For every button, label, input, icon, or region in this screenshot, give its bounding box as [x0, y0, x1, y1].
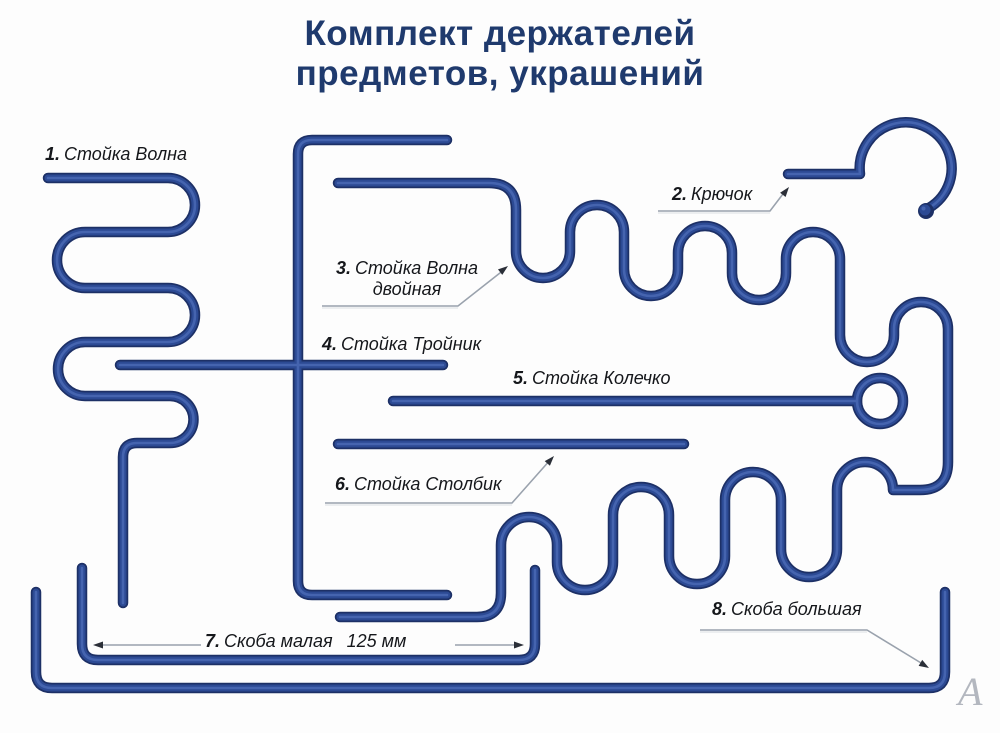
label-column-stand-number: 6. — [335, 474, 351, 494]
label-hook-number: 2. — [672, 184, 688, 204]
label-column-stand: 6.Стойка Столбик — [335, 474, 502, 495]
label-double-wave-text2: двойная — [372, 279, 442, 299]
label-small-bracket-number: 7. — [205, 631, 221, 651]
stolbik-leader-line — [325, 458, 552, 504]
label-small-bracket: 7.Скоба малая 125 мм — [205, 631, 406, 652]
hook-ball-tip — [918, 203, 934, 219]
label-hook: 2.Крючок — [672, 184, 752, 205]
dimension-left-arrow-icon — [93, 641, 103, 649]
label-ring-stand-text: Стойка Колечко — [532, 368, 671, 388]
leader-lines — [99, 189, 927, 667]
page-title-line2: предметов, украшений — [295, 54, 705, 93]
big-bracket-leader-line — [700, 629, 927, 667]
page-title: Комплект держателей предметов, украшений — [0, 14, 1000, 94]
label-small-bracket-size: 125 мм — [346, 631, 407, 651]
label-double-wave-number: 3. — [335, 258, 351, 278]
label-tee-stand-text: Стойка Тройник — [341, 334, 482, 354]
label-tee-stand: 4.Стойка Тройник — [322, 334, 481, 355]
leader-arrows — [93, 187, 929, 668]
label-wave-stand-text: Стойка Волна — [64, 144, 188, 164]
dimension-right-arrow-icon — [514, 641, 524, 649]
double-wave-leader-line — [322, 268, 506, 307]
label-big-bracket-number: 8. — [712, 599, 728, 619]
stolbik-arrow-icon — [544, 456, 554, 466]
label-big-bracket: 8.Скоба большая — [712, 599, 862, 620]
label-ring-stand: 5.Стойка Колечко — [513, 368, 671, 389]
label-wave-stand: 1.Стойка Волна — [45, 144, 187, 165]
label-hook-text: Крючок — [691, 184, 753, 204]
label-ring-stand-number: 5. — [513, 368, 529, 388]
big-bracket-arrow-icon — [918, 659, 929, 668]
label-wave-stand-number: 1. — [45, 144, 61, 164]
page-title-line1: Комплект держателей — [304, 14, 696, 53]
double-wave-arrow-icon — [497, 266, 508, 275]
label-double-wave: 3.Стойка Волна двойная — [312, 258, 502, 300]
watermark-letter: А — [958, 669, 983, 714]
label-big-bracket-text: Скоба большая — [731, 599, 862, 619]
label-small-bracket-text: Скоба малая — [224, 631, 333, 651]
label-tee-stand-number: 4. — [322, 334, 338, 354]
hook-leader-line — [658, 189, 787, 212]
hook-arrow-icon — [780, 187, 789, 198]
label-column-stand-text: Стойка Столбик — [354, 474, 502, 494]
label-double-wave-text: Стойка Волна — [355, 258, 479, 278]
leader-underline-highlights — [322, 212, 867, 633]
